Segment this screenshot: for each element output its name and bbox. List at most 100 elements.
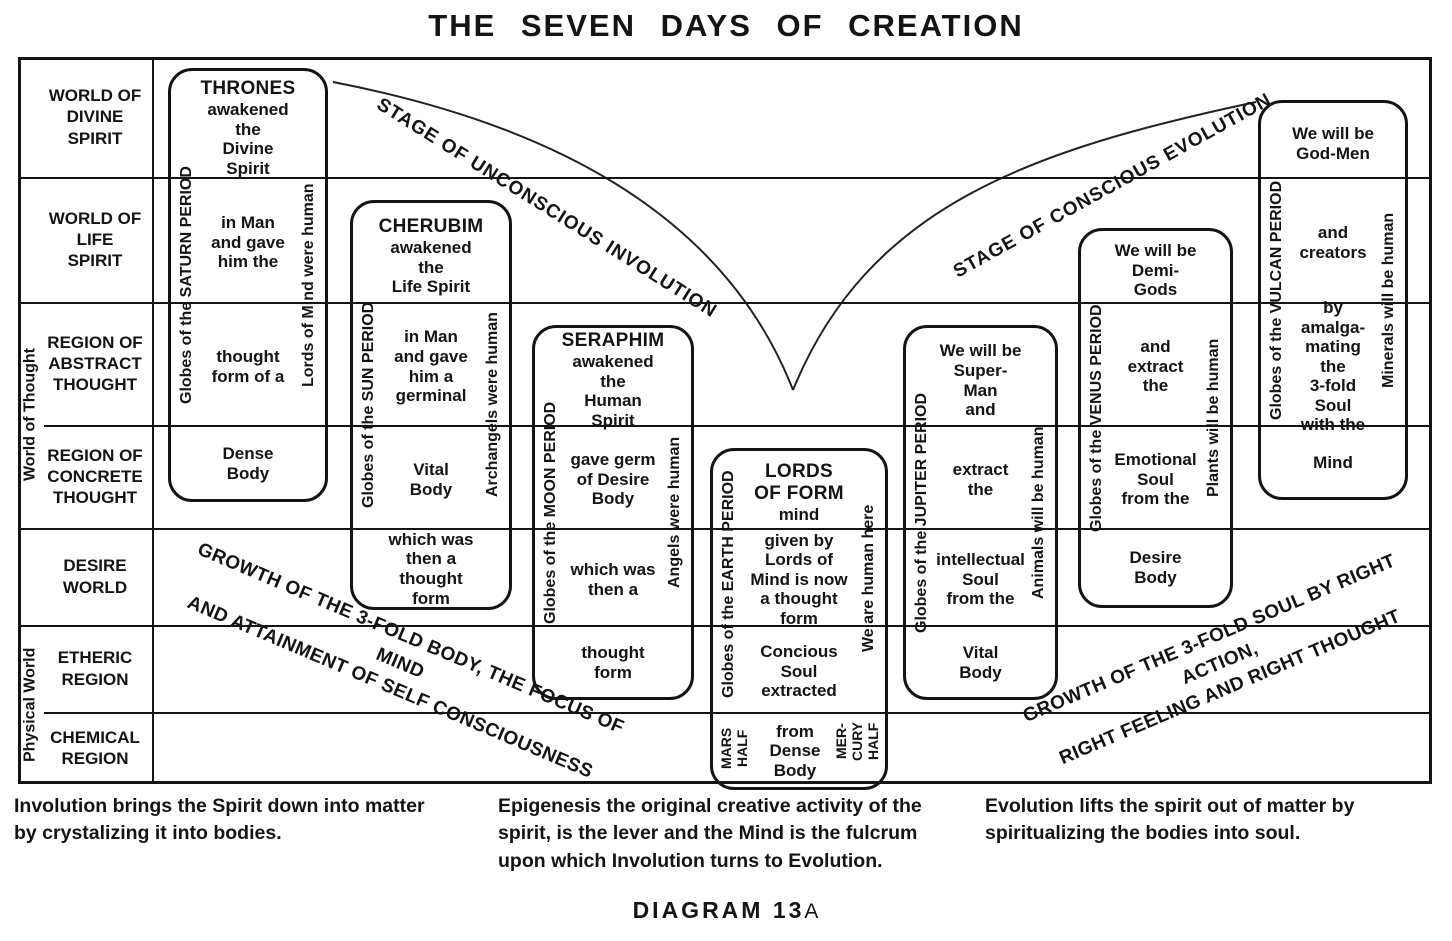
saturn-segment-concrete-thought: Dense Body [201,428,295,499]
row-divider-5 [18,625,1432,627]
segment-text: thought form [581,642,645,682]
segment-text: We will be Demi-Gods [1114,241,1197,300]
segment-text: Mind [1313,453,1353,473]
row-divider-2 [18,302,1432,304]
saturn-segment-abstract-thought: thought form of a [201,305,295,428]
row-divider-3 [44,425,1432,427]
diagram-footer: DIAGRAM 13A [0,897,1452,924]
diagram-number-suffix: A [804,900,820,923]
venus-segment-abstract-thought: and extract the [1111,305,1200,428]
earth-period-capsule: Globes of the EARTH PERIOD We are human … [710,448,888,790]
row-label-world-of-life-spirit: WORLD OF LIFE SPIRIT [48,208,142,271]
row-label-etheric-region: ETHERIC REGION [57,648,133,689]
segment-text: awakened the Human Spirit [572,352,654,430]
row-divider-1 [18,177,1432,179]
sun-segment-concrete-thought: Vital Body [383,428,479,531]
segment-text: Concious Soul extracted [760,642,838,701]
segment-text: and extract the [1127,337,1184,396]
saturn-segment-divine-spirit: THRONES awakened the Divine Spirit [200,77,296,180]
venus-segment-concrete-thought: Emotional Soul from the [1111,428,1200,531]
moon-segment-etheric-region: thought form [565,628,661,697]
page-title: THE SEVEN DAYS OF CREATION [428,8,1024,43]
vulcan-period-capsule: Globes of the VULCAN PERIOD Minerals wil… [1258,100,1408,500]
earth-segment-chemical-region: from Dense Body [753,715,837,787]
sun-segment-abstract-thought: in Man and gave him a germinal [383,305,479,428]
segment-text: in Man and gave him a germinal [394,327,468,406]
sun-hierarchy-title: CHERUBIM [378,216,484,238]
segment-text: which was then a thought form [388,529,474,608]
jupiter-segment-concrete-thought: extract the [936,428,1025,531]
label-column-divider [152,57,154,784]
row-label-desire-world: DESIRE WORLD [62,556,128,597]
segment-text: Vital Body [959,642,1002,682]
vulcan-segment-concrete-thought: Mind [1291,428,1375,498]
earth-segment-etheric-region: Concious Soul extracted [743,628,855,715]
moon-hierarchy-title: SERAPHIM [561,330,665,352]
segment-text: thought form of a [211,346,285,386]
segment-text: given by Lords of Mind is now a thought … [750,530,848,628]
jupiter-segment-etheric-region: Vital Body [936,628,1025,697]
moon-period-left-label: Globes of the MOON PERIOD [542,401,559,624]
earth-period-left-label: Globes of the EARTH PERIOD [720,470,737,698]
segment-text: extract the [952,459,1009,499]
segment-text: awakened the Divine Spirit [207,100,289,178]
vulcan-segment-life-spirit: and creators [1291,180,1375,305]
moon-period-capsule: Globes of the MOON PERIOD Angels were hu… [532,325,694,700]
row-divider-6 [44,712,1432,714]
venus-period-capsule: Globes of the VENUS PERIOD Plants will b… [1078,228,1233,608]
segment-text: gave germ of Desire Body [570,450,656,509]
saturn-period-right-label: Lords of Mind were human [300,183,317,387]
segment-text: Vital Body [409,459,453,499]
segment-text: We will be Super- Man and [939,341,1022,420]
sun-segment-desire-world: which was then a thought form [383,529,479,608]
caption-involution: Involution brings the Spirit down into m… [14,795,425,845]
segment-text: intellectual Soul from the [936,550,1025,609]
earth-segment-concrete-thought: LORDS OF FORM mind [743,455,855,531]
vulcan-segment-abstract-thought: by amalga- mating the 3-fold Soul with t… [1291,298,1375,434]
jupiter-period-capsule: Globes of the JUPITER PERIOD Animals wil… [903,325,1058,700]
segment-text: and creators [1299,222,1367,262]
moon-segment-desire-world: which was then a [565,531,661,628]
venus-period-right-label: Plants will be human [1205,338,1222,498]
jupiter-segment-desire-world: intellectual Soul from the [936,531,1025,628]
venus-segment-life-spirit: We will be Demi-Gods [1111,236,1200,305]
venus-period-left-label: Globes of the VENUS PERIOD [1088,304,1105,532]
sun-period-left-label: Globes of the SUN PERIOD [360,301,377,509]
saturn-period-left-label: Globes of the SATURN PERIOD [178,166,195,404]
segment-text: We will be God-Men [1292,124,1374,163]
segment-text: in Man and gave him the [211,213,285,272]
moon-segment-concrete-thought: gave germ of Desire Body [565,428,661,531]
sun-period-right-label: Archangels were human [484,312,501,498]
row-label-region-of-abstract-thought: REGION OF ABSTRACT THOUGHT [47,332,143,395]
jupiter-period-right-label: Animals will be human [1030,426,1047,599]
saturn-hierarchy-title: THRONES [200,78,296,100]
row-divider-4 [18,528,1432,530]
jupiter-period-left-label: Globes of the JUPITER PERIOD [913,392,930,633]
earth-segment-desire-world: given by Lords of Mind is now a thought … [743,531,855,628]
segment-text: by amalga- mating the 3-fold Soul with t… [1300,298,1366,435]
segment-text: Dense Body [222,443,274,483]
earth-hierarchy-title: LORDS OF FORM [754,461,844,505]
vulcan-segment-divine-spirit: We will be God-Men [1291,108,1375,180]
segment-text: awakened the Life Spirit [390,238,472,297]
segment-text: which was then a [570,559,656,599]
sun-period-capsule: Globes of the SUN PERIOD Archangels were… [350,200,512,610]
segment-text: Emotional Soul from the [1114,450,1197,509]
moon-segment-abstract-thought: SERAPHIM awakened the Human Spirit [562,330,664,430]
moon-period-right-label: Angels were human [666,436,683,589]
vulcan-period-right-label: Minerals will be human [1380,212,1397,388]
saturn-period-capsule: Globes of the SATURN PERIOD Lords of Min… [168,68,328,502]
diagram-number-label: DIAGRAM 13 [632,897,805,923]
segment-text: Desire Body [1129,548,1182,587]
saturn-segment-life-spirit: in Man and gave him the [201,180,295,305]
row-label-chemical-region: CHEMICAL REGION [50,727,140,768]
caption-epigenesis: Epigenesis the original creative activit… [498,795,922,872]
earth-period-right-label: We are human here [860,504,877,652]
vulcan-period-left-label: Globes of the VULCAN PERIOD [1268,180,1285,420]
segment-text: mind [778,505,820,525]
row-label-world-of-divine-spirit: WORLD OF DIVINE SPIRIT [48,86,142,148]
caption-evolution: Evolution lifts the spirit out of matter… [985,795,1355,845]
mars-half-label: MARS HALF [717,727,750,769]
jupiter-segment-abstract-thought: We will be Super- Man and [936,333,1025,428]
